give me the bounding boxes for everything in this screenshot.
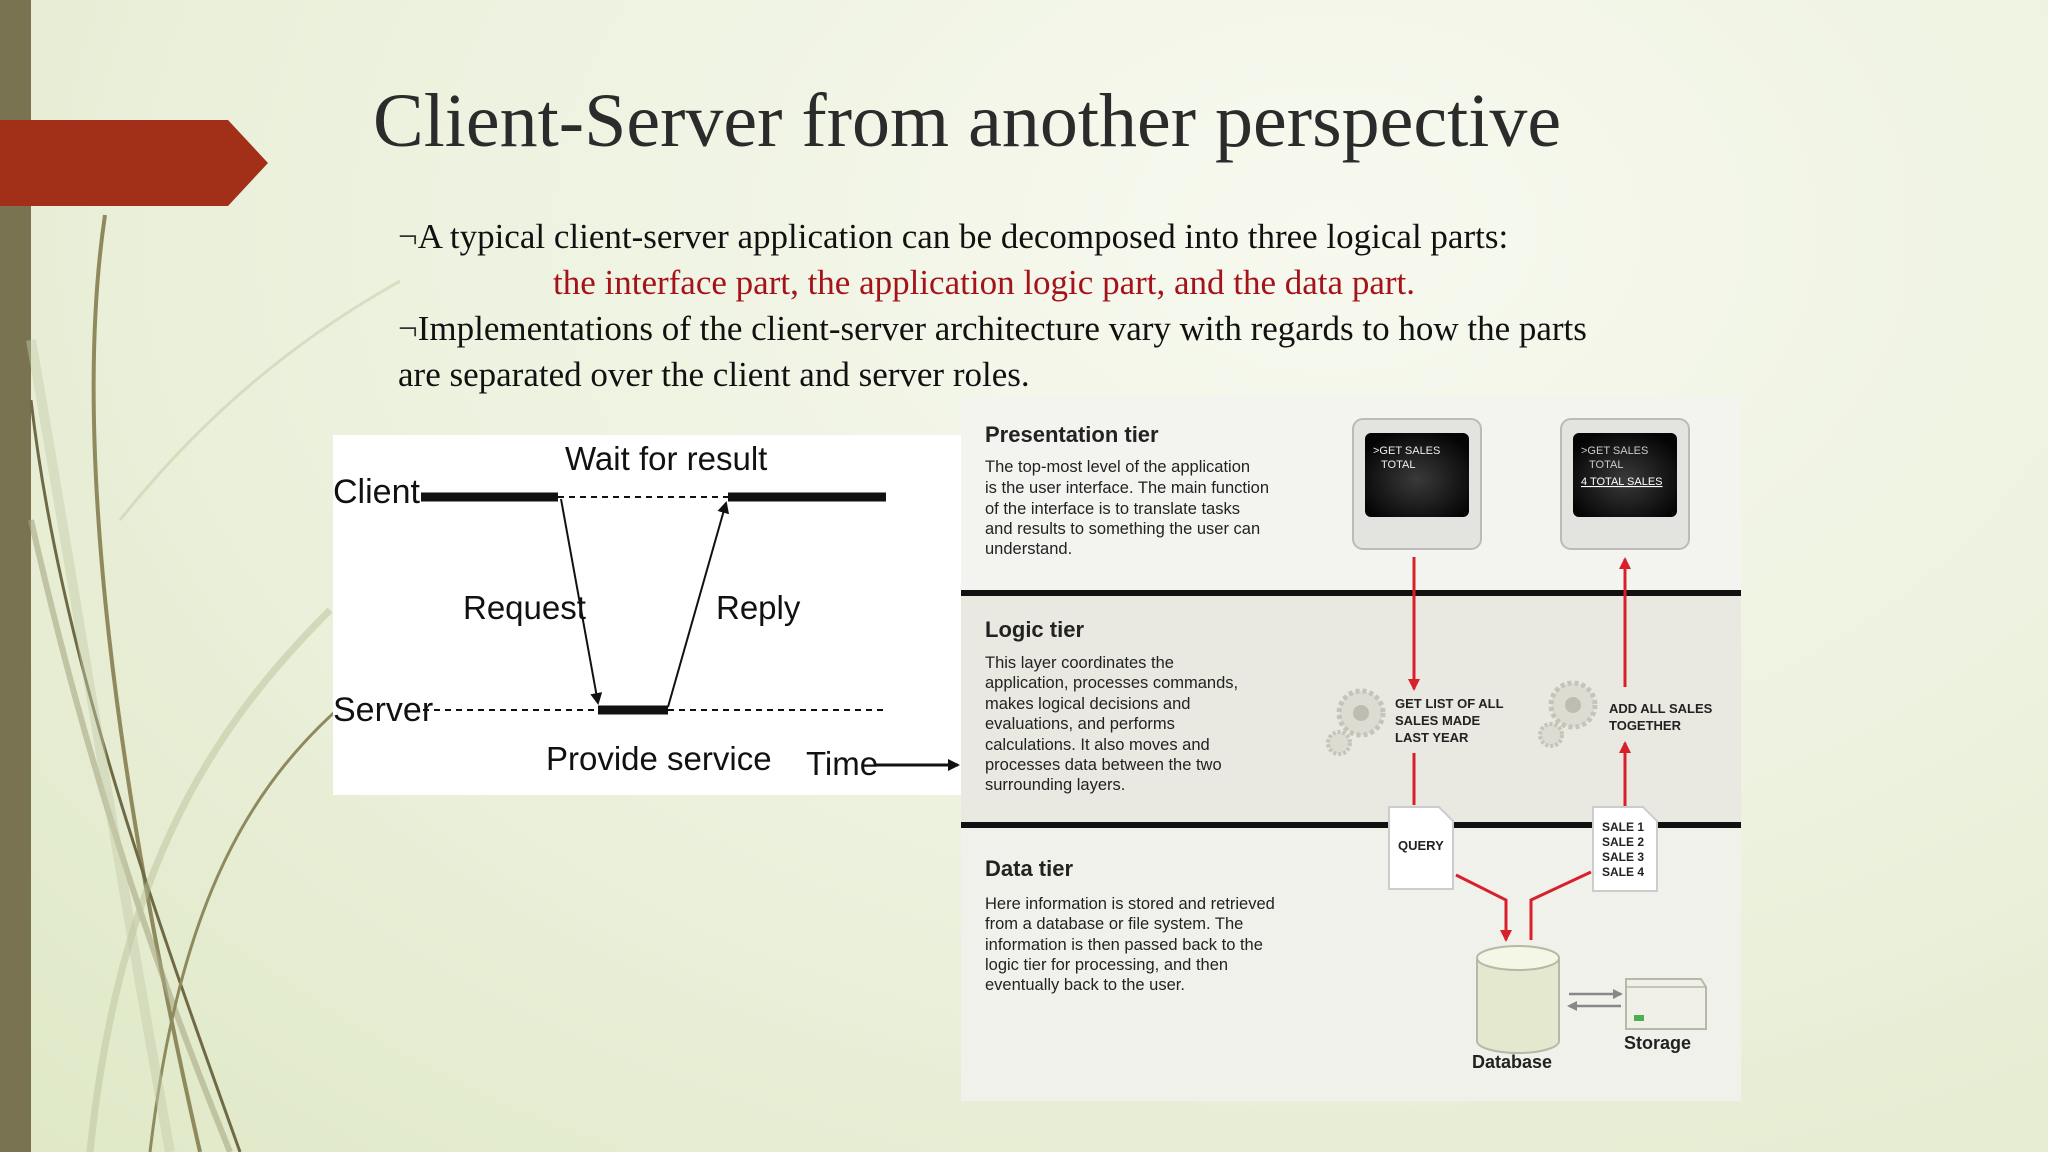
data-desc-line: information is then passed back to the xyxy=(985,936,1263,954)
three-tier-diagram: Presentation tier The top-most level of … xyxy=(961,397,1741,1101)
database-icon xyxy=(1476,945,1560,1054)
bullet-1: ¬A typical client-server application can… xyxy=(398,214,1638,306)
data-desc-line: Here information is stored and retrieved xyxy=(985,895,1275,913)
gear-icon xyxy=(1538,680,1598,748)
query-label: QUERY xyxy=(1398,838,1444,853)
logic-desc-line: surrounding layers. xyxy=(985,776,1125,794)
bullet-1-highlight: the interface part, the application logi… xyxy=(553,263,1415,302)
presentation-desc-line: understand. xyxy=(985,540,1072,558)
query-to-db-arrow xyxy=(1455,873,1512,942)
bullet-2-text: Implementations of the client-server arc… xyxy=(398,309,1587,394)
bullet-symbol: ¬ xyxy=(398,217,418,256)
database-label: Database xyxy=(1472,1052,1552,1072)
presentation-desc-line: of the interface is to translate tasks xyxy=(985,500,1240,518)
data-desc-line: from a database or file system. The xyxy=(985,915,1243,933)
logic-desc-line: evaluations, and performs xyxy=(985,715,1175,733)
bullet-symbol: ¬ xyxy=(398,309,418,348)
decorative-curves xyxy=(26,214,400,1152)
slide-title: Client-Server from another perspective xyxy=(373,79,1562,163)
data-tier-title: Data tier xyxy=(985,856,1073,881)
presentation-desc-line: and results to something the user can xyxy=(985,520,1260,538)
sale-line: SALE 4 xyxy=(1602,865,1644,879)
data-desc-line: eventually back to the user. xyxy=(985,976,1185,994)
monitor-icon: >GET SALES TOTAL xyxy=(1352,418,1482,550)
logic-step2-line: TOGETHER xyxy=(1609,718,1682,733)
data-desc-line: logic tier for processing, and then xyxy=(985,956,1228,974)
timing-diagram: Client Server Wait for result Request Re… xyxy=(333,435,963,795)
presentation-desc-line: is the user interface. The main function xyxy=(985,479,1269,497)
title-accent-arrow xyxy=(0,120,268,206)
logic-desc-line: calculations. It also moves and xyxy=(985,736,1210,754)
wait-label: Wait for result xyxy=(565,440,767,477)
logic-desc-line: processes data between the two xyxy=(985,756,1222,774)
logic-step2-line: ADD ALL SALES xyxy=(1609,701,1713,716)
sale-line: SALE 2 xyxy=(1602,835,1644,849)
bullet-1-text: A typical client-server application can … xyxy=(417,217,1509,256)
request-label: Request xyxy=(463,589,586,626)
storage-icon xyxy=(1625,978,1707,1030)
logic-desc-line: application, processes commands, xyxy=(985,674,1238,692)
sale-line: SALE 1 xyxy=(1602,820,1644,834)
bullet-2: ¬Implementations of the client-server ar… xyxy=(398,306,1638,398)
monitor2-result: 4 TOTAL SALES xyxy=(1581,476,1663,488)
server-label: Server xyxy=(333,691,433,729)
storage-label: Storage xyxy=(1624,1033,1691,1053)
logic-step1-line: LAST YEAR xyxy=(1395,730,1469,745)
logic-desc-line: makes logical decisions and xyxy=(985,695,1190,713)
reply-arrow xyxy=(667,501,730,708)
logic-tier-title: Logic tier xyxy=(985,617,1084,642)
client-label: Client xyxy=(333,473,420,511)
monitor1-line: >GET SALES xyxy=(1373,445,1440,457)
gear-icon xyxy=(1326,688,1386,756)
results-document-icon: SALE 1 SALE 2 SALE 3 SALE 4 xyxy=(1592,806,1658,892)
sale-line: SALE 3 xyxy=(1602,850,1644,864)
presentation-tier-title: Presentation tier xyxy=(985,422,1159,447)
slide-body: ¬A typical client-server application can… xyxy=(398,214,1638,398)
logic-step1-line: SALES MADE xyxy=(1395,713,1481,728)
monitor-icon: >GET SALES TOTAL 4 TOTAL SALES xyxy=(1560,418,1690,550)
reply-label: Reply xyxy=(716,589,801,626)
db-to-results-line xyxy=(1529,870,1592,940)
monitor1-line: TOTAL xyxy=(1381,459,1415,471)
logic-step1-line: GET LIST OF ALL xyxy=(1395,696,1504,711)
monitor2-line: TOTAL xyxy=(1589,459,1623,471)
request-arrow xyxy=(560,498,603,705)
presentation-desc-line: The top-most level of the application xyxy=(985,458,1250,476)
query-document-icon: QUERY xyxy=(1388,806,1454,890)
provide-label: Provide service xyxy=(546,740,772,777)
logic-desc-line: This layer coordinates the xyxy=(985,654,1174,672)
time-label: Time xyxy=(806,745,878,782)
monitor2-line: >GET SALES xyxy=(1581,445,1648,457)
